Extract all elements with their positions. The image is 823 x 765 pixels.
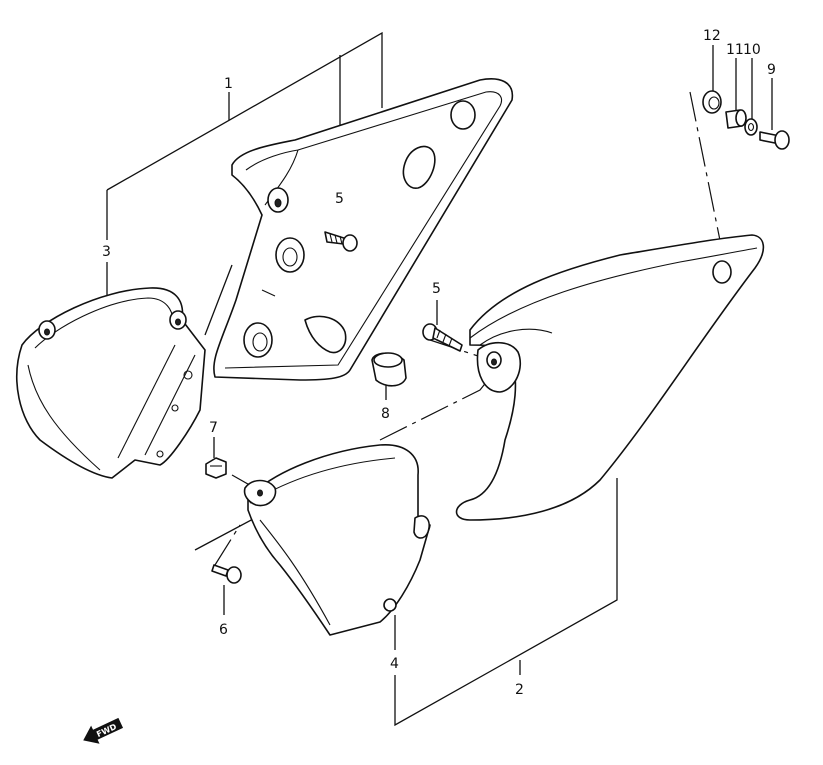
fwd-arrow: FWD (83, 717, 124, 744)
frame-cover-part-1 (213, 78, 514, 381)
callout-8: 8 (381, 406, 390, 422)
side-panel-part-3 (16, 287, 206, 479)
callout-4: 4 (390, 656, 399, 672)
side-cover-part-2 (455, 234, 765, 521)
callout-10: 10 (743, 42, 761, 58)
screw-part-5-lower (422, 323, 463, 352)
callout-11: 11 (726, 42, 744, 58)
callout-5-upper: 5 (335, 191, 344, 207)
callout-12: 12 (703, 28, 721, 44)
screw-part-9 (759, 130, 790, 150)
fwd-arrow-icon (83, 717, 124, 744)
callout-3: 3 (102, 244, 111, 260)
callout-labels: 1 2 3 4 5 5 6 7 8 9 10 11 12 (102, 28, 776, 698)
callout-5-lower: 5 (432, 281, 441, 297)
nut-part-7 (205, 457, 227, 479)
callout-7: 7 (209, 420, 218, 436)
collar-part-11 (725, 109, 747, 129)
fwd-label: FWD (95, 722, 118, 739)
callout-9: 9 (767, 62, 776, 78)
lower-cover-part-4 (243, 444, 431, 636)
screw-part-5-upper (324, 231, 358, 252)
callout-1: 1 (224, 76, 233, 92)
callout-6: 6 (219, 622, 228, 638)
grommet-part-8 (371, 352, 407, 387)
callout-2: 2 (515, 682, 524, 698)
grommet-part-12 (702, 90, 722, 114)
washer-part-10 (744, 118, 758, 136)
screw-part-6 (211, 564, 242, 584)
